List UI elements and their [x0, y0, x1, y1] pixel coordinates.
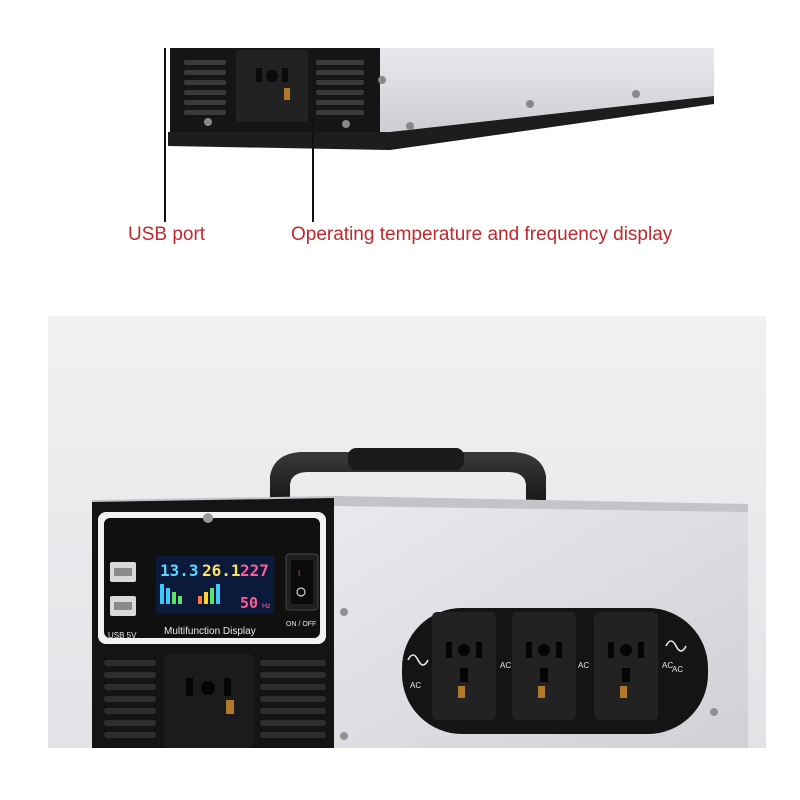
lcd-frequency-unit: Hz — [262, 603, 271, 610]
product-photo-main: USB 5V 13.3 26.1 227 50 Hz Multifunc — [48, 316, 766, 748]
sine-wave-icon-right — [665, 640, 687, 652]
outlet-3[interactable] — [594, 612, 658, 720]
screw-icons — [204, 76, 640, 130]
outlet-2-ac-label: AC — [578, 661, 589, 670]
outlet-1-ac-label: AC — [500, 661, 511, 670]
front-ac-socket[interactable] — [164, 654, 254, 748]
lcd-output-voltage: 227 — [240, 561, 269, 580]
side-ac-label-left: AC — [410, 681, 421, 690]
usb-port-label: USB port — [128, 224, 206, 245]
usb-ports[interactable] — [110, 562, 136, 616]
vent-slots-left — [184, 60, 226, 115]
outlet-2[interactable] — [512, 612, 576, 720]
socket-icon — [236, 50, 308, 122]
power-switch[interactable]: I — [285, 553, 319, 611]
lcd-battery-gauge — [160, 584, 182, 604]
housing-side-panel — [360, 48, 714, 142]
sine-wave-icon-left — [407, 654, 429, 666]
lcd-load-gauge — [198, 584, 220, 604]
outlet-1[interactable] — [432, 612, 496, 720]
side-ac-label-right: AC — [672, 665, 683, 674]
carry-handle — [270, 448, 546, 512]
housing-screw-icons — [340, 608, 718, 740]
base-plate — [168, 96, 714, 150]
lcd-battery-voltage: 13.3 — [160, 561, 199, 580]
usb-5v-label: USB 5V — [108, 631, 137, 640]
multifunction-display-label: Multifunction Display — [164, 626, 256, 637]
temp-frequency-label: Operating temperature and frequency disp… — [291, 224, 673, 245]
outlet-3-ac-label: AC — [662, 661, 673, 670]
multifunction-lcd: 13.3 26.1 227 50 Hz — [156, 556, 274, 614]
lcd-temperature: 26.1 — [202, 561, 241, 580]
product-detail-photo-top — [0, 0, 800, 300]
screw-icon — [203, 513, 213, 523]
lcd-frequency: 50 — [240, 594, 258, 612]
svg-text:I: I — [298, 569, 300, 578]
on-off-label: ON / OFF — [286, 621, 316, 628]
vent-slots-right — [316, 60, 364, 115]
front-vents — [104, 660, 326, 738]
